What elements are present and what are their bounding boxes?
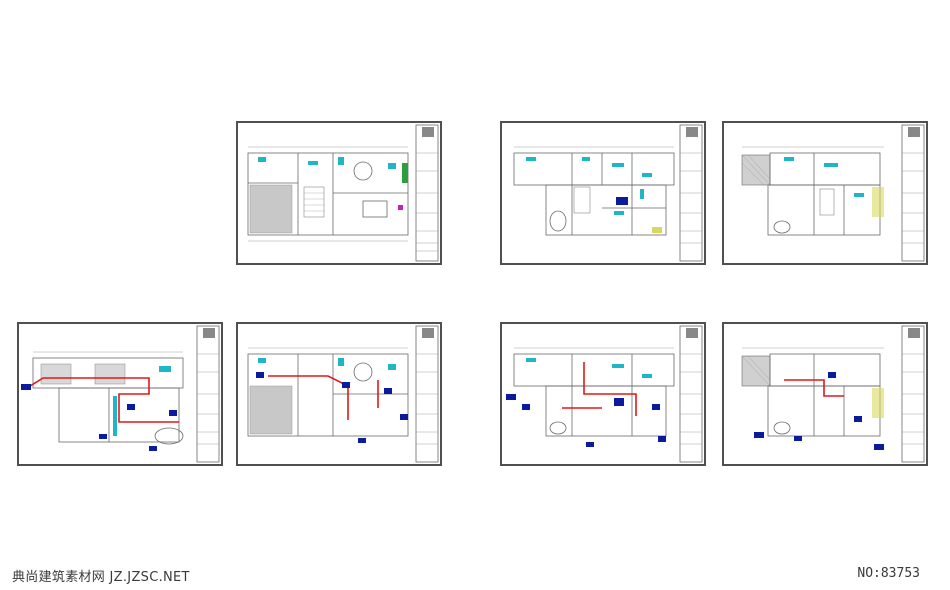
drawing-sheet-2[interactable] <box>500 121 706 265</box>
watermark-number: NO:83753 <box>857 566 920 581</box>
floor-plan-drawing <box>741 325 925 463</box>
floor-plan-drawing <box>21 325 220 463</box>
floor-plan-drawing <box>513 124 703 262</box>
floor-plan-drawing <box>247 124 439 262</box>
watermark-site-name: 典尚建筑素材网 JZ.JZSC.NET <box>12 570 190 585</box>
floor-plan-drawing <box>741 124 925 262</box>
drawing-sheet-6[interactable] <box>500 322 706 466</box>
drawing-sheet-1[interactable] <box>236 121 442 265</box>
floor-plan-drawing <box>506 325 703 463</box>
drawing-sheet-3[interactable] <box>722 121 928 265</box>
drawing-sheet-5[interactable] <box>236 322 442 466</box>
drawing-sheet-4[interactable] <box>17 322 223 466</box>
floor-plan-drawing <box>247 325 439 463</box>
drawing-sheet-7[interactable] <box>722 322 928 466</box>
